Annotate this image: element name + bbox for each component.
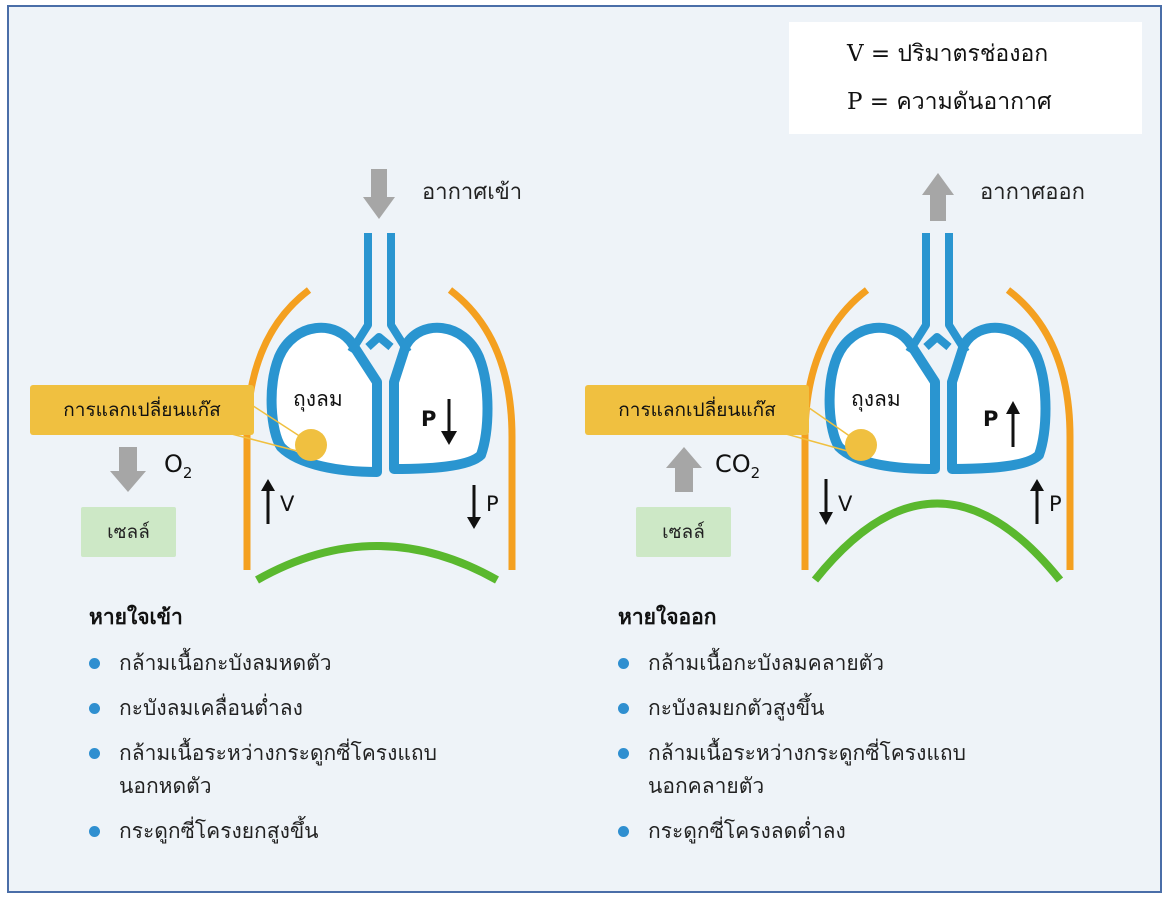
bullet-icon [618, 748, 629, 759]
volume-down-arrow [819, 479, 833, 525]
gas-o2-label: O2 [164, 450, 192, 482]
list-item: กระดูกซี่โครงยกสูงขึ้น [87, 815, 507, 848]
volume-up-arrow [261, 479, 275, 524]
cell-box: เซลล์ [81, 507, 176, 557]
air-out-label: อากาศออก [980, 174, 1085, 209]
lung-pressure-label: P [421, 407, 436, 431]
list-item: กะบังลมยกตัวสูงขึ้น [616, 692, 1036, 725]
cell-to-gas-arrow [666, 447, 702, 492]
gas-exchange-box: การแลกเปลี่ยนแก๊ส [585, 385, 809, 435]
bullet-icon [89, 748, 100, 759]
diagram-frame: V = ปริมาตรช่องอก P = ความดันอากาศ อากาศ… [7, 5, 1162, 893]
lung-pressure-label: P [983, 407, 998, 431]
legend-box: V = ปริมาตรช่องอก P = ความดันอากาศ [789, 22, 1142, 134]
pressure-down-arrow [467, 485, 481, 529]
list-item: กะบังลมเคลื่อนต่ำลง [87, 692, 507, 725]
list-item: กล้ามเนื้อกะบังลมหดตัว [87, 647, 507, 680]
alveoli-label: ถุงลม [293, 383, 343, 416]
inhale-steps: กล้ามเนื้อกะบังลมหดตัว กะบังลมเคลื่อนต่ำ… [87, 647, 507, 860]
bullet-icon [618, 826, 629, 837]
air-out-arrow [922, 173, 954, 221]
gas-exchange-box: การแลกเปลี่ยนแก๊ส [30, 385, 254, 435]
alveolus-dot [295, 429, 327, 461]
bullet-icon [89, 658, 100, 669]
bullet-icon [618, 658, 629, 669]
air-in-label: อากาศเข้า [422, 174, 522, 209]
volume-label: V [280, 492, 294, 516]
list-item: กล้ามเนื้อระหว่างกระดูกซี่โครงแถบนอกหดตั… [87, 737, 449, 803]
alveolus-dot [845, 429, 877, 461]
pressure-up-arrow [1030, 479, 1044, 524]
list-item: กล้ามเนื้อระหว่างกระดูกซี่โครงแถบนอกคลาย… [616, 737, 978, 803]
trachea [351, 233, 408, 352]
inhale-heading: หายใจเข้า [89, 601, 183, 634]
air-in-arrow [363, 169, 395, 219]
diaphragm-flat [257, 546, 497, 580]
gas-co2-label: CO2 [715, 450, 760, 482]
trachea [909, 233, 966, 352]
list-item: กระดูกซี่โครงลดต่ำลง [616, 815, 1036, 848]
gas-to-cell-arrow [110, 447, 146, 492]
pressure-label: P [1049, 492, 1062, 516]
list-item: กล้ามเนื้อกะบังลมคลายตัว [616, 647, 1036, 680]
alveoli-label: ถุงลม [851, 383, 901, 416]
bullet-icon [89, 826, 100, 837]
exhale-steps: กล้ามเนื้อกะบังลมคลายตัว กะบังลมยกตัวสูง… [616, 647, 1036, 860]
pressure-label: P [486, 492, 499, 516]
volume-label: V [838, 492, 852, 516]
bullet-icon [89, 703, 100, 714]
legend-volume: V = ปริมาตรช่องอก [847, 36, 1048, 72]
bullet-icon [618, 703, 629, 714]
exhale-heading: หายใจออก [618, 601, 716, 634]
cell-box: เซลล์ [636, 507, 731, 557]
legend-pressure: P = ความดันอากาศ [847, 84, 1052, 120]
